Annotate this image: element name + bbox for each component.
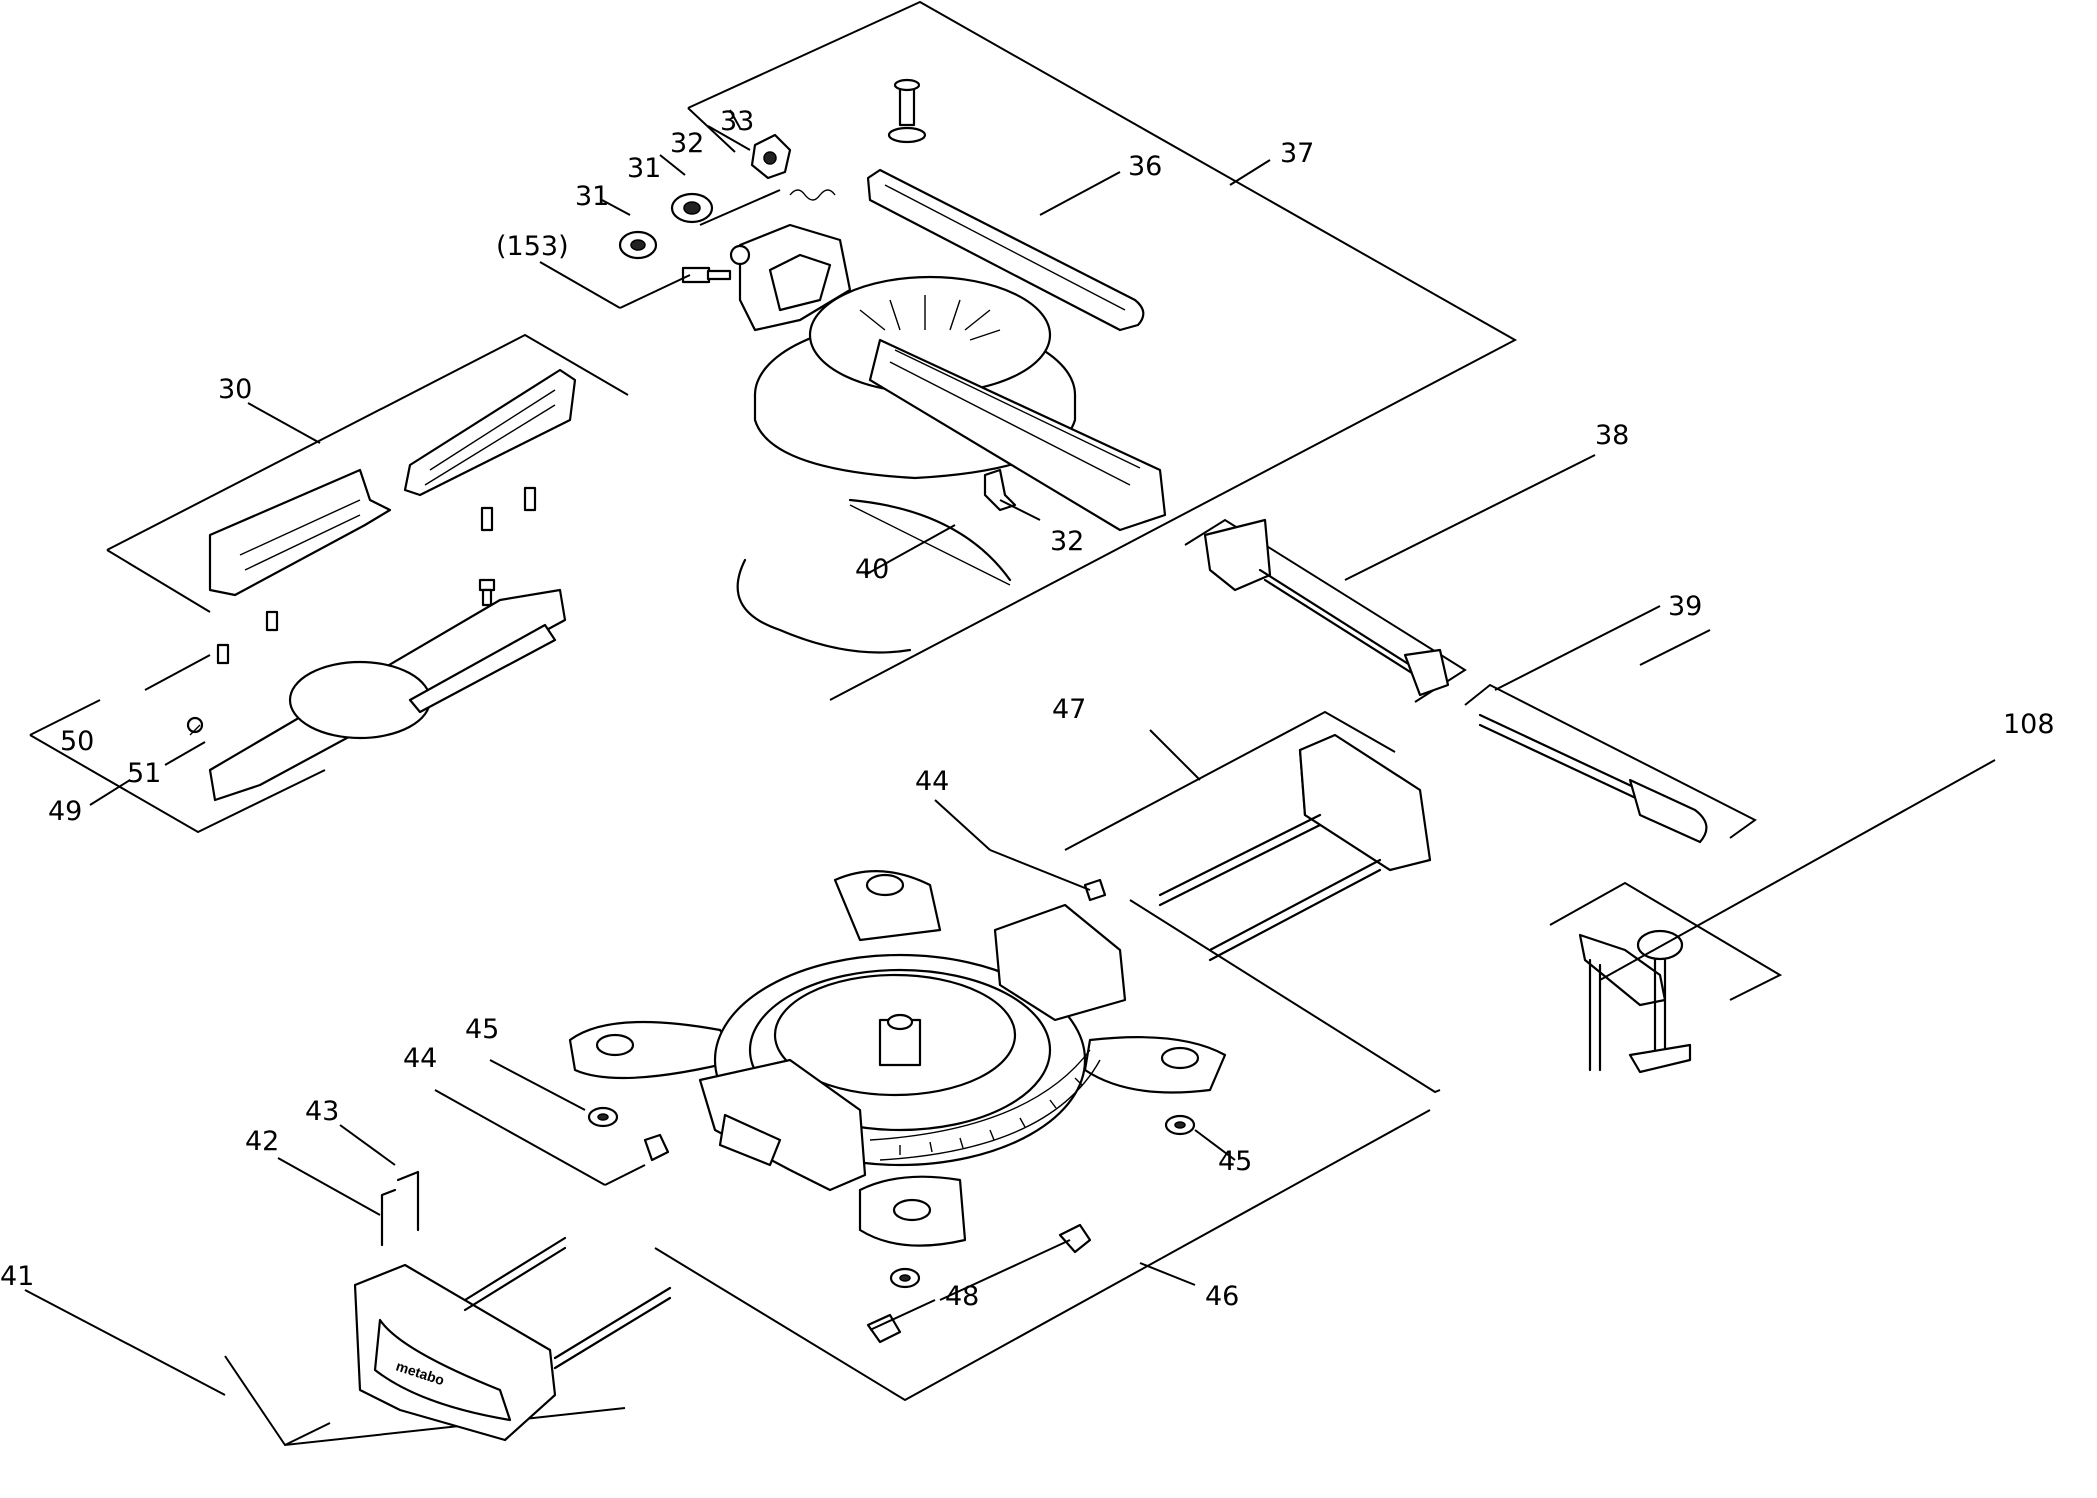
label-43: 43 [305, 1096, 339, 1127]
label-47: 47 [1052, 694, 1086, 725]
label-44a: 44 [915, 766, 949, 797]
part-31-knob-a [670, 192, 714, 224]
part-41-table: metabo [353, 1236, 672, 1442]
turntable-arm [729, 223, 1167, 532]
part-36-bar [866, 168, 1145, 332]
part-48-clip-b [866, 1313, 902, 1344]
part-39-handle [1478, 713, 1708, 844]
part-32-spring [789, 189, 836, 201]
label-45a: 45 [465, 1014, 499, 1045]
part-153-bolt [681, 266, 732, 284]
label-31b: 31 [627, 153, 661, 184]
callout-labels: 30 31 31 32 33 (153) 36 37 32 40 38 39 4… [0, 106, 2055, 1312]
group-108-outline [1549, 881, 1783, 1001]
part-44-a [1083, 878, 1107, 902]
part-44-b [643, 1133, 670, 1162]
fence-lower [186, 588, 567, 802]
part-33 [750, 133, 792, 180]
part-31-knob-b [618, 230, 658, 260]
part-48-clip-a [1058, 1223, 1092, 1254]
label-108: 108 [2003, 709, 2055, 740]
group-47-outline [1064, 710, 1441, 1094]
label-44b: 44 [403, 1043, 437, 1074]
label-41: 41 [0, 1261, 34, 1292]
part-45-nut-b [1164, 1114, 1196, 1136]
label-38: 38 [1595, 420, 1629, 451]
fence-screws [216, 486, 537, 665]
part-108-clamp [1578, 929, 1692, 1074]
part-45-nut-a [587, 1106, 619, 1128]
label-39: 39 [1668, 591, 1702, 622]
label-42: 42 [245, 1126, 279, 1157]
group-49-outline [29, 699, 326, 834]
fence-knob [478, 578, 496, 607]
label-46: 46 [1205, 1281, 1239, 1312]
part-46-base [568, 870, 1227, 1247]
group-46-outline [654, 1109, 1431, 1402]
label-48: 48 [945, 1281, 979, 1312]
part-38-rod [1203, 518, 1450, 697]
label-51: 51 [127, 758, 161, 789]
label-50: 50 [60, 726, 94, 757]
label-36: 36 [1128, 151, 1162, 182]
part-45-nut-c [889, 1267, 921, 1289]
label-33: 33 [720, 106, 754, 137]
label-30: 30 [218, 374, 252, 405]
leader-lines [24, 109, 1996, 1396]
label-153: (153) [496, 231, 569, 262]
group-39-outline [1464, 683, 1757, 839]
fence-upper [208, 368, 577, 597]
label-49: 49 [48, 796, 82, 827]
label-32a: 32 [670, 128, 704, 159]
label-45b: 45 [1218, 1146, 1252, 1177]
label-40: 40 [855, 554, 889, 585]
label-31a: 31 [575, 181, 609, 212]
label-32b: 32 [1050, 526, 1084, 557]
group-37-outline [687, 0, 1518, 701]
label-37: 37 [1280, 138, 1314, 169]
part-42-43-hex-keys [380, 1170, 420, 1247]
part-47-table [1158, 733, 1432, 962]
screw-washer-top [887, 78, 927, 144]
group-30-outline [106, 333, 629, 613]
